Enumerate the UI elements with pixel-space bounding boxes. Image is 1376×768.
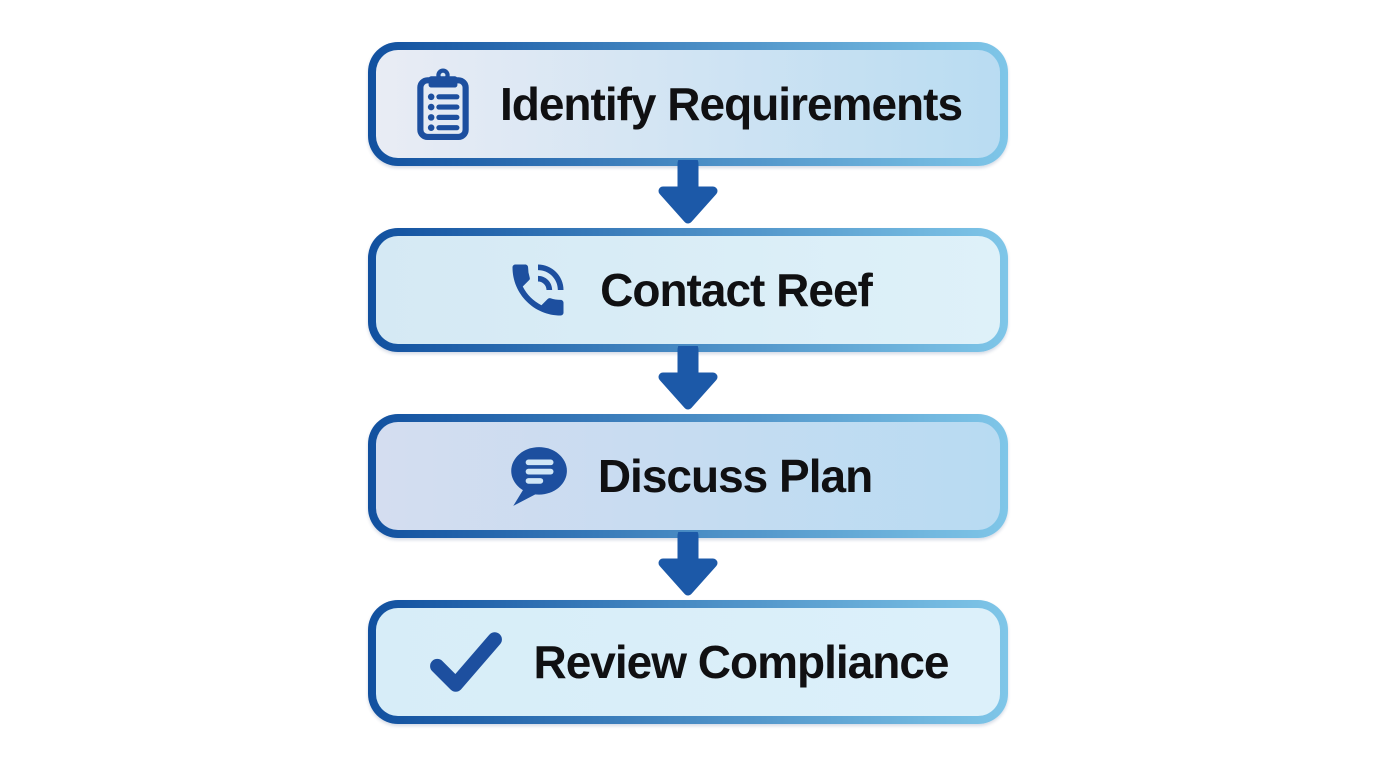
flowchart: Identify Requirements Contact Reef bbox=[368, 42, 1008, 724]
flow-connector bbox=[646, 153, 730, 235]
step-box-contact-reef: Contact Reef bbox=[368, 228, 1008, 352]
down-arrow-icon bbox=[646, 153, 730, 235]
step-label: Discuss Plan bbox=[597, 450, 873, 502]
step-box-identify-requirements: Identify Requirements bbox=[368, 42, 1008, 166]
flow-connector bbox=[646, 525, 730, 607]
down-arrow-icon bbox=[646, 339, 730, 421]
step-box-review-compliance: Review Compliance bbox=[368, 600, 1008, 724]
step-box-discuss-plan: Discuss Plan bbox=[368, 414, 1008, 538]
checkmark-icon bbox=[427, 629, 505, 695]
step-label: Identify Requirements bbox=[499, 78, 963, 130]
step-label: Contact Reef bbox=[600, 264, 873, 316]
clipboard-checklist-icon bbox=[414, 68, 472, 140]
phone-call-icon bbox=[504, 256, 572, 324]
step-label: Review Compliance bbox=[533, 636, 949, 688]
speech-bubble-icon bbox=[504, 444, 570, 508]
down-arrow-icon bbox=[646, 525, 730, 607]
flow-connector bbox=[646, 339, 730, 421]
